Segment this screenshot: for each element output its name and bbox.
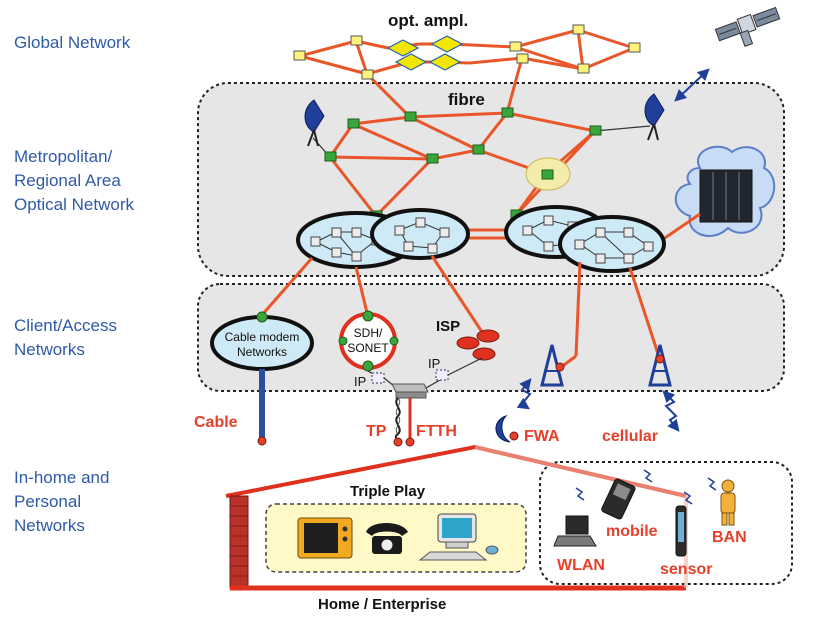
cable-endpoint [257,436,267,446]
tp-label: TP [366,423,387,440]
metro-ring-4 [558,215,666,273]
opt-ampl-label: opt. ampl. [388,11,468,30]
home-enterprise-label: Home / Enterprise [318,596,446,613]
router-icon [456,329,500,361]
wlan-signal [575,487,585,501]
ban-label: BAN [712,529,747,546]
mobile-phone-icon [601,478,636,520]
laptop-icon [553,515,597,547]
isp-label: ISP [436,318,460,335]
person-icon [720,479,736,526]
ftth-label: FTTH [416,423,457,440]
satellite-icon [714,6,781,47]
cellular-wave-arrow [662,390,680,432]
fwa-label: FWA [524,428,560,445]
ban-signal [707,477,717,491]
sensor-icon [675,505,687,557]
fibre-label: fibre [448,90,485,109]
sensor-label: sensor [660,561,712,578]
tp-line-2 [395,397,401,435]
access-links [260,255,662,370]
tv-icon [297,517,353,559]
side-label-home: In-home and Personal Networks [14,468,110,535]
optical-amplifiers [386,35,464,71]
side-label-global: Global Network [14,33,131,52]
dish-antenna-icon [304,99,325,147]
global-nodes [293,24,641,80]
computer-icon [418,513,499,561]
sdh-label-1: SDH/ [354,326,383,340]
house [225,444,688,591]
ip-right-label: IP [428,356,440,371]
antenna-tower-icon [648,344,672,387]
chimney-brick-wall [229,495,249,589]
server-rack-icon [699,169,753,223]
metro-ring-2 [370,208,470,260]
sdh-sonet-ring: SDH/ SONET [338,310,399,372]
access-switch [367,357,483,399]
cellular-label: cellular [602,428,658,445]
ip-left-label: IP [354,374,366,389]
mobile-signal [643,469,653,483]
sensor-signal [683,491,693,505]
cable-label: Cable [194,414,238,431]
wlan-label: WLAN [557,557,605,574]
dish-antenna-icon [644,93,665,141]
mobile-label: mobile [606,523,658,540]
antenna-tower-icon [540,344,565,387]
cable-modem-label-1: Cable modem [225,330,300,344]
server-cloud [674,145,775,237]
side-label-access: Client/Access Networks [14,316,117,359]
moon-node-icon [495,414,519,443]
cable-modem-label-2: Networks [237,345,287,359]
telephone-icon [366,523,408,554]
satellite-link-arrow [674,68,710,102]
triple-play-label: Triple Play [350,483,426,500]
fwa-wave-arrow [516,378,532,410]
cable-modem-network: Cable modem Networks [210,311,314,371]
dish-link-right [594,125,651,132]
sdh-label-2: SONET [347,341,389,355]
side-label-metro: Metropolitan/ Regional Area Optical Netw… [14,147,134,214]
